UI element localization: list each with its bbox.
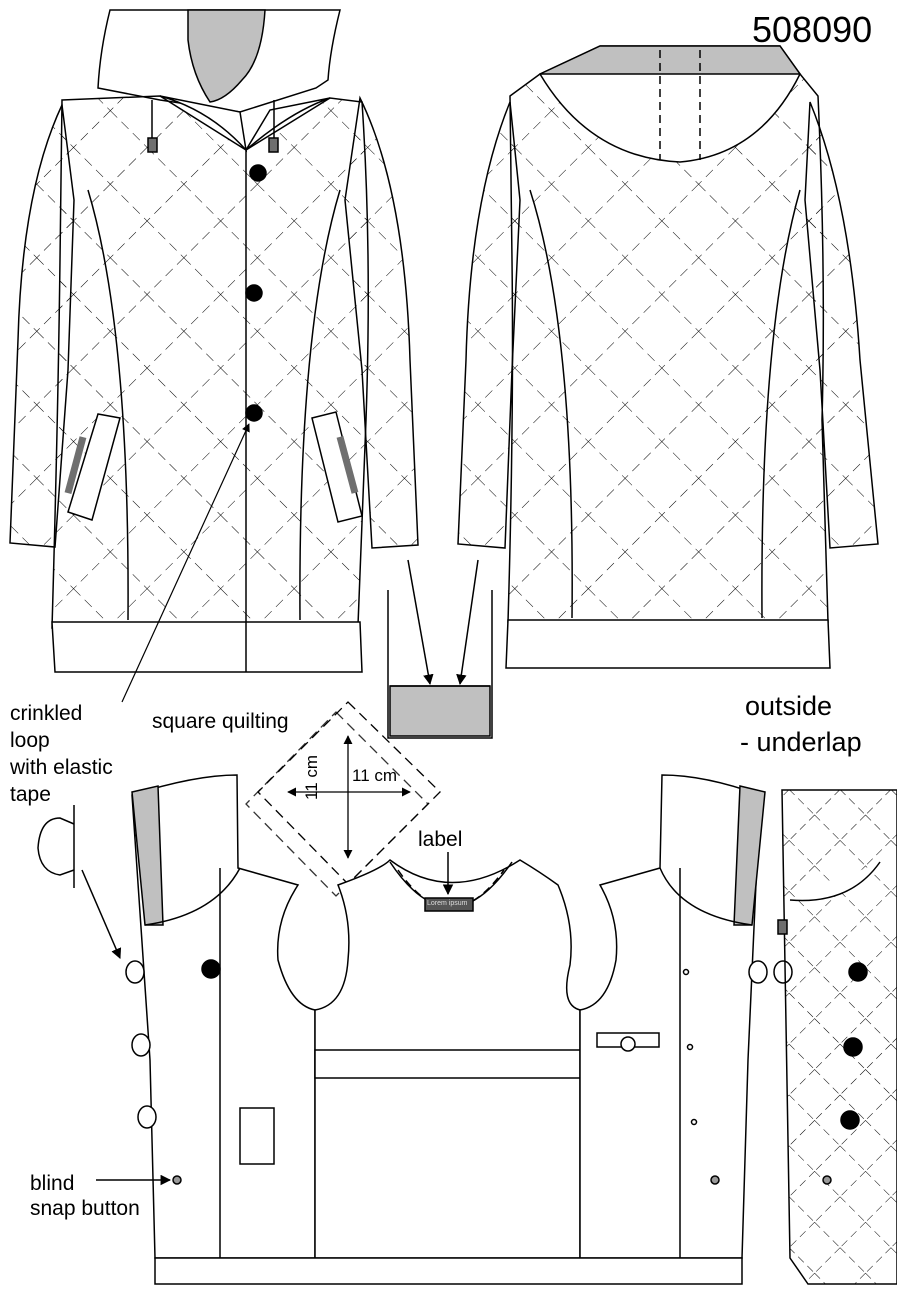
loop-callout-line-3: with elastic — [10, 756, 113, 779]
front-hem-band — [51, 621, 363, 673]
loop-callout-line-4: tape — [10, 783, 51, 806]
style-number: 508090 — [752, 9, 873, 50]
front-button-1 — [249, 164, 267, 182]
quilting-label: square quilting — [152, 710, 289, 733]
outside-underlap — [777, 789, 897, 1285]
loop-callout-line-1: crinkled — [10, 702, 83, 725]
snap-callout-line-1: blind — [30, 1172, 75, 1195]
front-pocket-left — [67, 413, 121, 521]
back-view — [457, 45, 879, 669]
front-button-3 — [245, 404, 263, 422]
front-cord-stopper-right — [268, 137, 279, 153]
hem-detail-band — [389, 685, 491, 737]
dim-horizontal-label: 11 cm — [352, 766, 398, 785]
front-hood-lining — [187, 9, 266, 103]
underlap-heading: - underlap — [740, 727, 862, 757]
outside-heading: outside — [745, 691, 833, 721]
back-hood-lining — [539, 45, 802, 75]
back-body — [507, 73, 829, 623]
front-view — [9, 9, 419, 673]
inside-snap-left — [172, 1175, 182, 1185]
loop-callout-arrow — [121, 423, 250, 703]
loop-callout-line-2: loop — [10, 729, 50, 752]
inside-back-band — [314, 1049, 581, 1079]
snap-callout-line-2: snap button — [30, 1197, 140, 1220]
inside-loop-1 — [125, 960, 145, 984]
label-tag-text: Lorem ipsum — [427, 900, 468, 907]
inside-inner-pocket — [239, 1107, 275, 1165]
back-hood — [538, 45, 801, 163]
front-lapel-right — [245, 97, 331, 151]
inside-label-tag — [424, 897, 474, 912]
inside-left-shoulder-tape — [131, 785, 164, 926]
inside-snap-right — [710, 1175, 720, 1185]
hem-detail — [387, 559, 493, 739]
inside-right-shoulder-tape — [733, 785, 766, 926]
back-left-sleeve — [457, 101, 521, 549]
back-right-sleeve — [804, 101, 879, 549]
label-callout: label — [418, 828, 463, 851]
front-pocket-right — [311, 411, 363, 523]
front-button-2 — [245, 284, 263, 302]
inside-right-front — [579, 774, 761, 1259]
front-seam-left — [87, 189, 129, 621]
dim-vertical-label: 11 cm — [302, 754, 321, 800]
inside-loop-3 — [137, 1105, 157, 1129]
front-cord-stopper-left — [147, 137, 158, 153]
front-body — [51, 95, 369, 629]
back-seam-left — [529, 189, 573, 619]
back-seam-right — [761, 189, 801, 619]
inside-left-button — [201, 959, 221, 979]
back-hem-band — [505, 619, 831, 669]
inside-hem — [154, 1257, 743, 1285]
front-seam-right — [299, 189, 341, 621]
inside-view — [125, 774, 793, 1285]
loop-detail — [37, 805, 122, 959]
inside-loop-2 — [131, 1033, 151, 1057]
